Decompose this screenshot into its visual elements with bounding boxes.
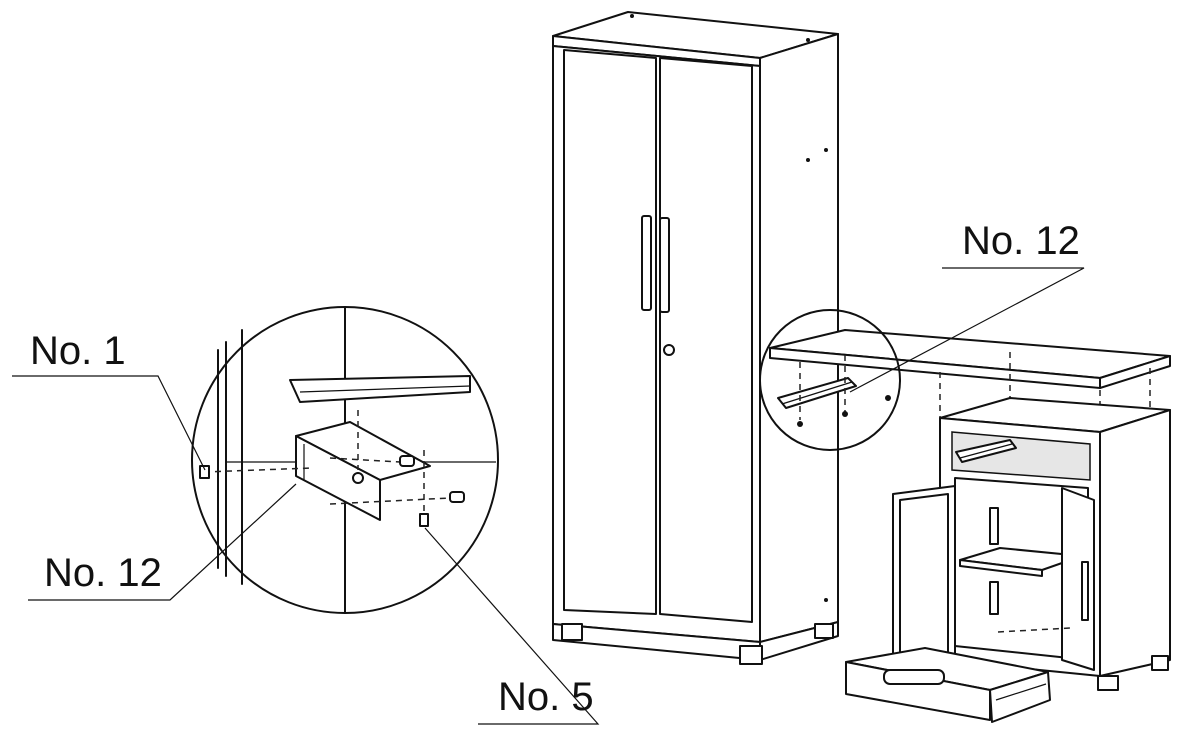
- left-door: [563, 49, 657, 615]
- open-door-right: [1061, 487, 1095, 671]
- right-handle: [659, 217, 670, 313]
- label-no1: No. 1: [30, 329, 126, 373]
- tall-cabinet: [552, 11, 839, 665]
- door-lock: [663, 344, 675, 356]
- foot: [739, 645, 763, 665]
- left-detail-circle: [191, 306, 499, 614]
- foot: [561, 623, 583, 641]
- label-no5: No. 5: [498, 675, 594, 719]
- left-handle: [641, 215, 652, 311]
- label-no12-left: No. 12: [44, 551, 162, 595]
- base-cabinet: [892, 397, 1171, 691]
- nut-no1: [199, 465, 210, 479]
- leader-lines: [12, 267, 1085, 725]
- drawer: [845, 647, 1051, 723]
- screw-no5: [419, 513, 429, 527]
- drawer-handle: [883, 669, 945, 685]
- foot: [1097, 675, 1119, 691]
- desk-top: [769, 329, 1171, 420]
- label-no12-right: No. 12: [962, 219, 1080, 263]
- right-door: [659, 57, 753, 623]
- foot: [814, 623, 834, 639]
- right-detail-circle: [759, 309, 901, 451]
- foot: [1151, 655, 1169, 671]
